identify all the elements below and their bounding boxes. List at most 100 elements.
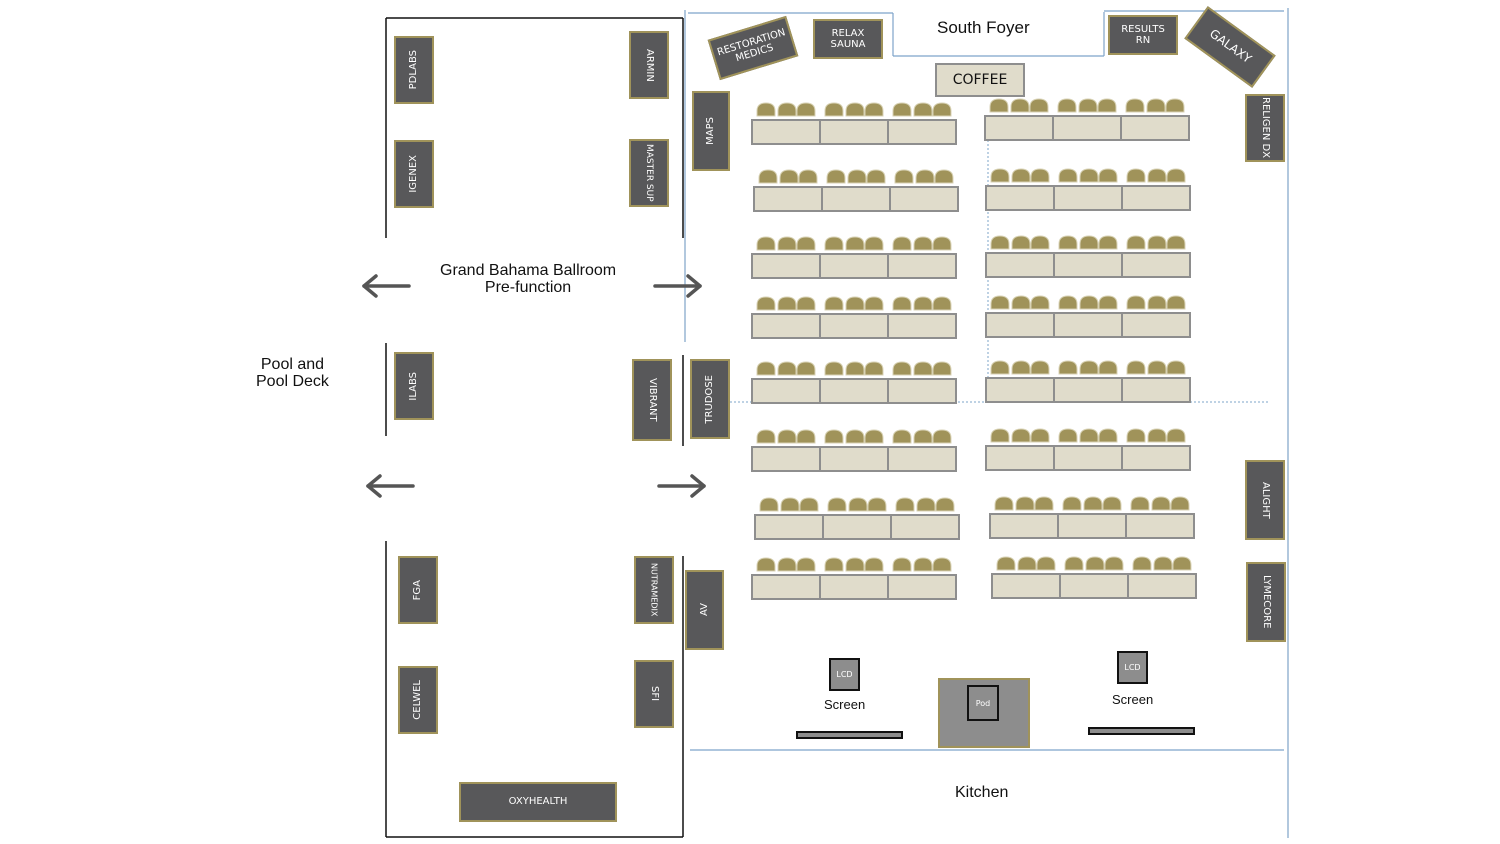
booth-av[interactable]: AV [685,570,724,650]
chair-right-r4-t3-c2 [1147,295,1167,310]
booth-nutramedix-label: NUTRAMEDIX [649,563,659,617]
chair-left-r3-t3-c1 [892,236,912,251]
chair-left-r5-t2-c2 [845,361,865,376]
lcd-right-label: LCD [1124,663,1141,672]
chair-left-r7-t2-c2 [848,497,868,512]
booth-vibrant[interactable]: VIBRANT [632,359,672,441]
booth-oxyhealth[interactable]: OXYHEALTH [459,782,617,822]
chair-right-r2-t2-c1 [1058,168,1078,183]
chair-left-r1-t3-c3 [932,102,952,117]
pool-deck-label-line1: Pool and [260,356,325,373]
table-left-r2-t1 [753,186,823,212]
chair-right-r7-t3-c3 [1170,496,1190,511]
booth-fga[interactable]: FGA [398,556,438,624]
table-right-r8-t1 [991,573,1061,599]
chair-left-r7-t2-c1 [827,497,847,512]
booth-master-sup[interactable]: MASTER SUP [629,139,669,207]
booth-lymecore-label: LYMECORE [1260,575,1272,629]
chair-right-r5-t1-c3 [1030,360,1050,375]
booth-igenex-label: IGENEX [408,155,420,193]
booth-armin[interactable]: ARMIN [629,31,669,99]
chair-right-r4-t3-c3 [1166,295,1186,310]
booth-ilabs[interactable]: ILABS [394,352,434,420]
chair-left-r3-t1-c1 [756,236,776,251]
table-right-r5-t2 [1053,377,1123,403]
table-right-r1-t2 [1052,115,1122,141]
chair-right-r5-t2-c1 [1058,360,1078,375]
booth-igenex[interactable]: IGENEX [394,140,434,208]
chair-right-r1-t3-c1 [1125,98,1145,113]
chair-left-r4-t2-c2 [845,296,865,311]
table-left-r3-t1 [751,253,821,279]
booth-maps[interactable]: MAPS [692,91,730,171]
booth-fga-label: FGA [412,579,424,601]
arrow-left-upper [362,274,411,298]
chair-left-r8-t3-c3 [932,557,952,572]
booth-trudose[interactable]: TRUDOSE [690,359,730,439]
table-left-r8-t2 [819,574,889,600]
chair-left-r3-t2-c3 [864,236,884,251]
chair-right-r6-t2-c1 [1058,428,1078,443]
chair-left-r6-t1-c1 [756,429,776,444]
chair-left-r2-t1-c3 [798,169,818,184]
booth-relax-sauna-label-line1: RELAX [831,27,865,39]
chair-right-r2-t3-c1 [1126,168,1146,183]
arrow-right-lower [657,474,706,498]
chair-left-r1-t1-c2 [777,102,797,117]
table-right-r1-t3 [1120,115,1190,141]
south-foyer-label: South Foyer [937,18,1030,37]
booth-religen-dx[interactable]: RELIGEN DX [1245,94,1285,162]
chair-left-r6-t1-c2 [777,429,797,444]
chair-right-r3-t3-c1 [1126,235,1146,250]
chair-left-r4-t1-c3 [796,296,816,311]
booth-results-rn[interactable]: RESULTS RN [1108,15,1178,55]
chair-right-r4-t2-c2 [1079,295,1099,310]
booth-alight[interactable]: ALIGHT [1245,460,1285,540]
chair-left-r3-t3-c2 [913,236,933,251]
chair-left-r7-t3-c2 [916,497,936,512]
prefunction-label: Grand Bahama Ballroom Pre-function [440,262,617,297]
screen-right [1088,727,1195,735]
chair-right-r3-t2-c3 [1098,235,1118,250]
booth-nutramedix[interactable]: NUTRAMEDIX [634,556,674,624]
chair-right-r8-t1-c2 [1017,556,1037,571]
booth-celwel[interactable]: CELWEL [398,666,438,734]
chair-left-r4-t1-c1 [756,296,776,311]
table-left-r6-t1 [751,446,821,472]
booth-pdlabs[interactable]: PDLABS [394,36,434,104]
arrow-right-upper [653,274,702,298]
chair-left-r7-t2-c3 [867,497,887,512]
table-right-r7-t2 [1057,513,1127,539]
chair-left-r5-t1-c3 [796,361,816,376]
chair-right-r3-t1-c2 [1011,235,1031,250]
chair-left-r4-t3-c2 [913,296,933,311]
chair-left-r1-t1-c1 [756,102,776,117]
chair-right-r8-t3-c2 [1153,556,1173,571]
booth-lymecore[interactable]: LYMECORE [1246,562,1286,642]
pod: Pod [967,685,999,721]
coffee-station: COFFEE [935,63,1025,97]
chair-left-r6-t2-c2 [845,429,865,444]
chair-right-r8-t1-c1 [996,556,1016,571]
chair-left-r7-t1-c1 [759,497,779,512]
chair-right-r1-t1-c1 [989,98,1009,113]
chair-right-r1-t1-c2 [1010,98,1030,113]
chair-right-r8-t3-c1 [1132,556,1152,571]
chair-left-r8-t3-c1 [892,557,912,572]
booth-relax-sauna[interactable]: RELAX SAUNA [813,19,883,59]
chair-left-r2-t2-c2 [847,169,867,184]
chair-left-r2-t3-c2 [915,169,935,184]
booth-religen-dx-label: RELIGEN DX [1259,97,1271,159]
chair-left-r8-t2-c3 [864,557,884,572]
booth-sfi-label: SFI [648,686,660,702]
chair-right-r6-t3-c2 [1147,428,1167,443]
booth-av-label: AV [698,603,710,617]
seating-area [751,98,1197,600]
chair-right-r4-t2-c3 [1098,295,1118,310]
table-left-r2-t3 [889,186,959,212]
prefunction-label-line1: Grand Bahama Ballroom [440,262,617,279]
chair-right-r7-t2-c3 [1102,496,1122,511]
table-right-r8-t2 [1059,573,1129,599]
table-right-r3-t1 [985,252,1055,278]
booth-sfi[interactable]: SFI [634,660,674,728]
